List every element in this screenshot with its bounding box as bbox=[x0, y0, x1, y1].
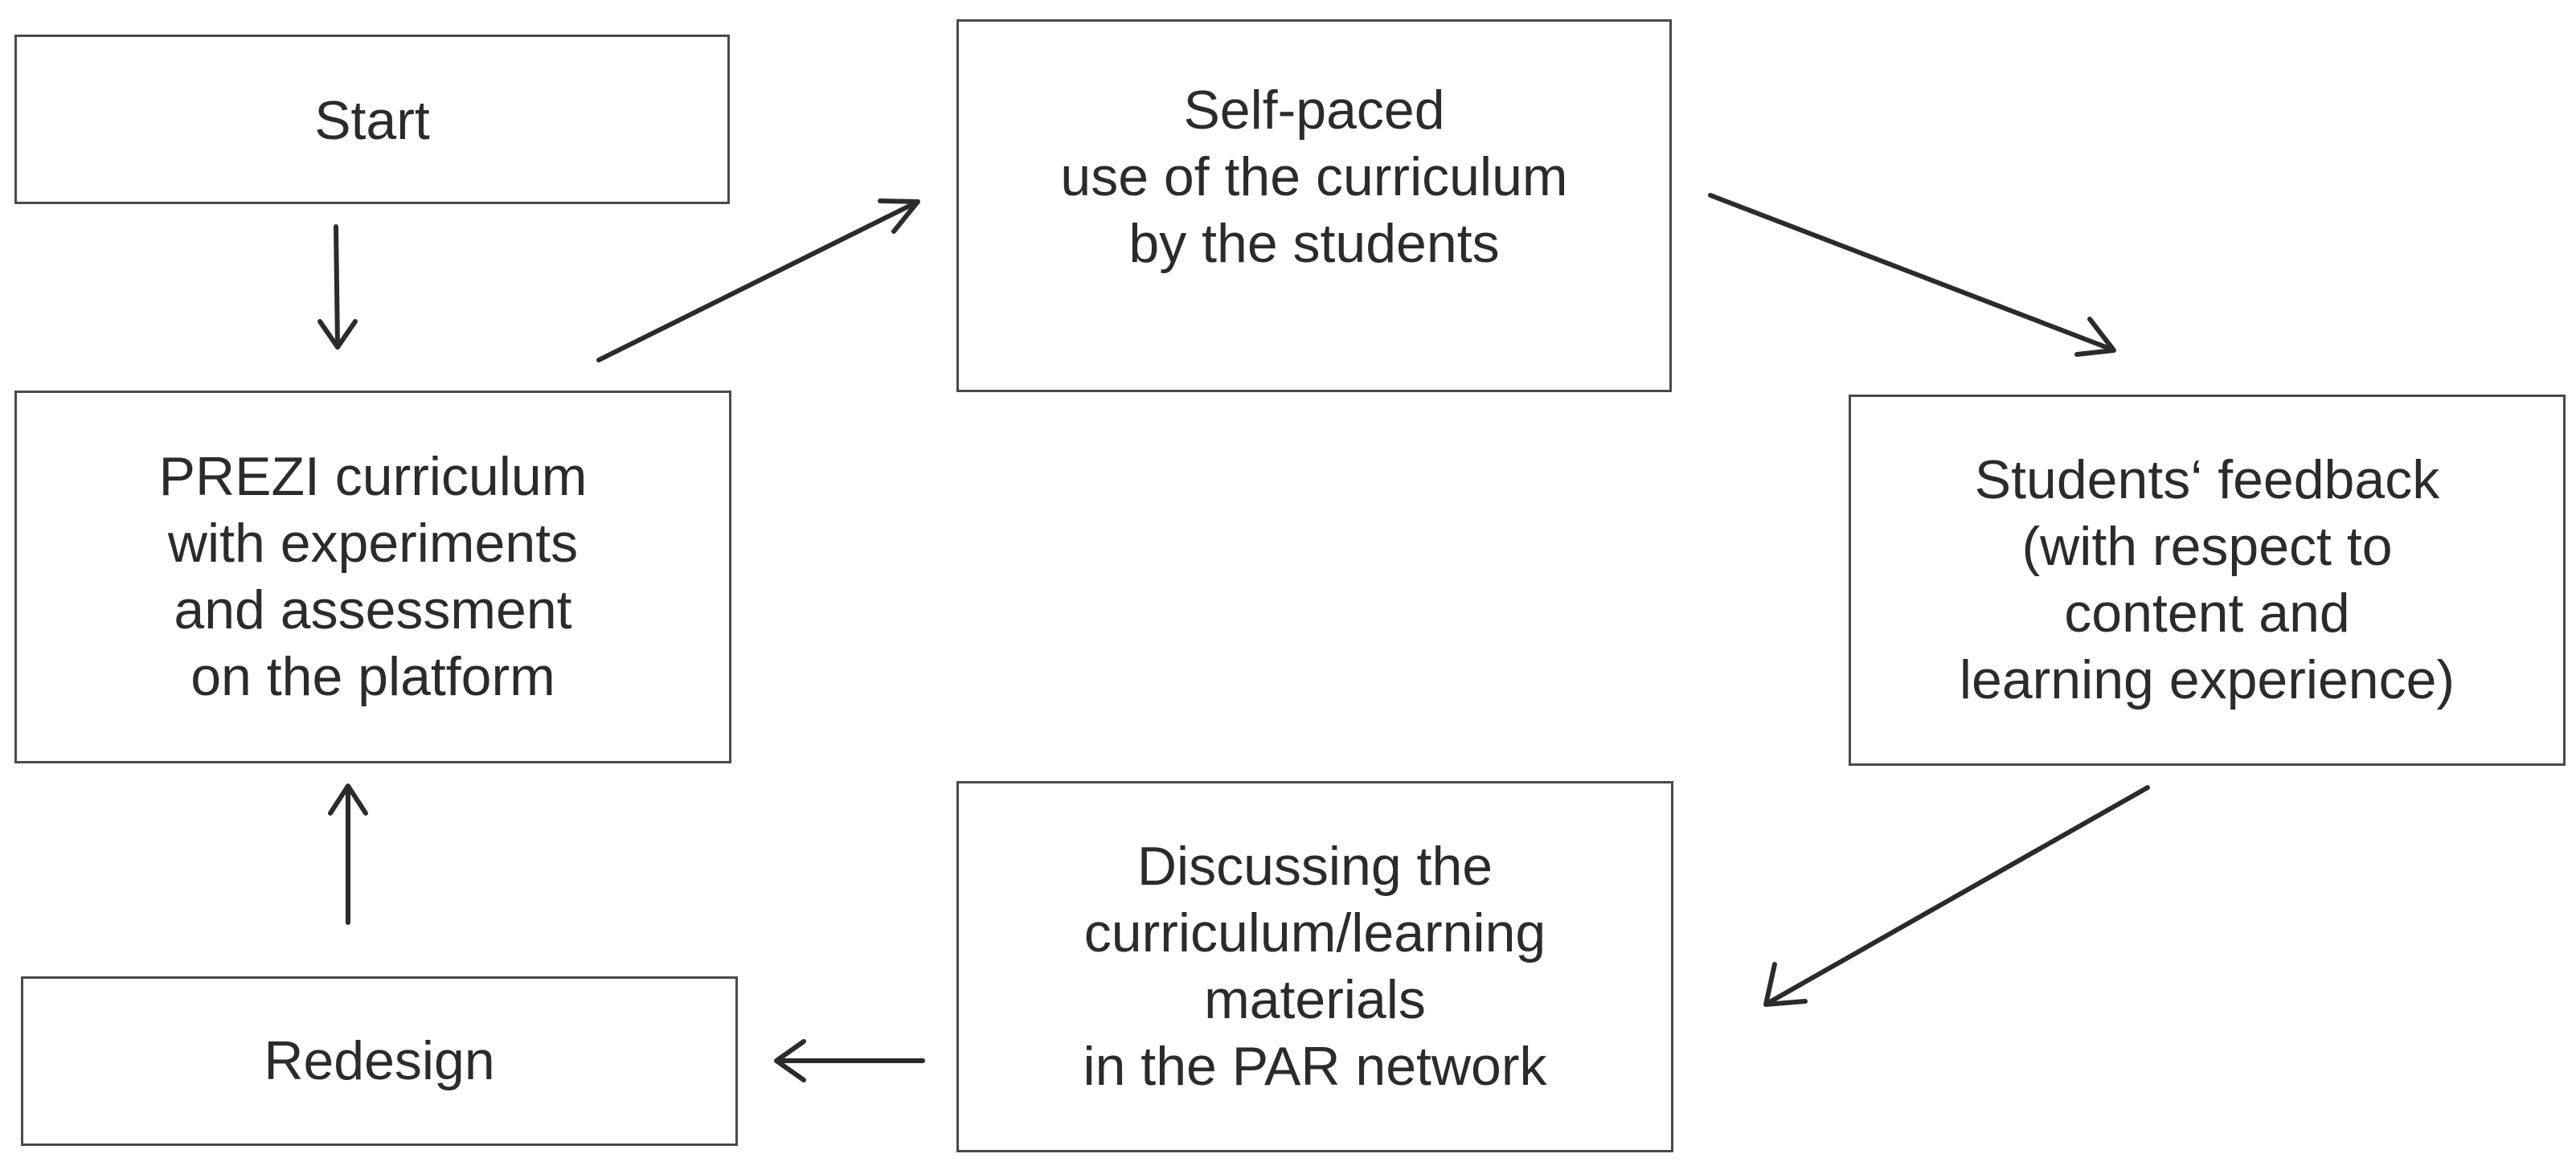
discussing-node: Discussing the curriculum/learning mater… bbox=[956, 781, 1673, 1152]
students-feedback-node-label: Students‘ feedback (with respect to cont… bbox=[1959, 449, 2455, 710]
arrow-discussing-to-redesign bbox=[774, 1039, 925, 1082]
arrow-selfpaced-to-feedback bbox=[1708, 193, 2116, 357]
redesign-node-label: Redesign bbox=[264, 1030, 495, 1091]
arrow-start-to-prezi bbox=[317, 224, 358, 350]
prezi-curriculum-node: PREZI curriculum with experiments and as… bbox=[14, 391, 731, 763]
self-paced-node: Self-paced use of the curriculum by the … bbox=[956, 19, 1672, 392]
discussing-node-label: Discussing the curriculum/learning mater… bbox=[1083, 836, 1547, 1097]
arrow-prezi-to-selfpaced bbox=[596, 198, 920, 362]
arrow-feedback-to-discussing bbox=[1763, 785, 2150, 1007]
arrow-redesign-to-prezi bbox=[328, 783, 368, 925]
start-node: Start bbox=[14, 35, 730, 204]
students-feedback-node: Students‘ feedback (with respect to cont… bbox=[1849, 395, 2566, 766]
prezi-curriculum-node-label: PREZI curriculum with experiments and as… bbox=[158, 446, 588, 707]
self-paced-node-label: Self-paced use of the curriculum by the … bbox=[1060, 79, 1568, 274]
redesign-node: Redesign bbox=[21, 976, 738, 1146]
start-node-label: Start bbox=[314, 90, 430, 151]
